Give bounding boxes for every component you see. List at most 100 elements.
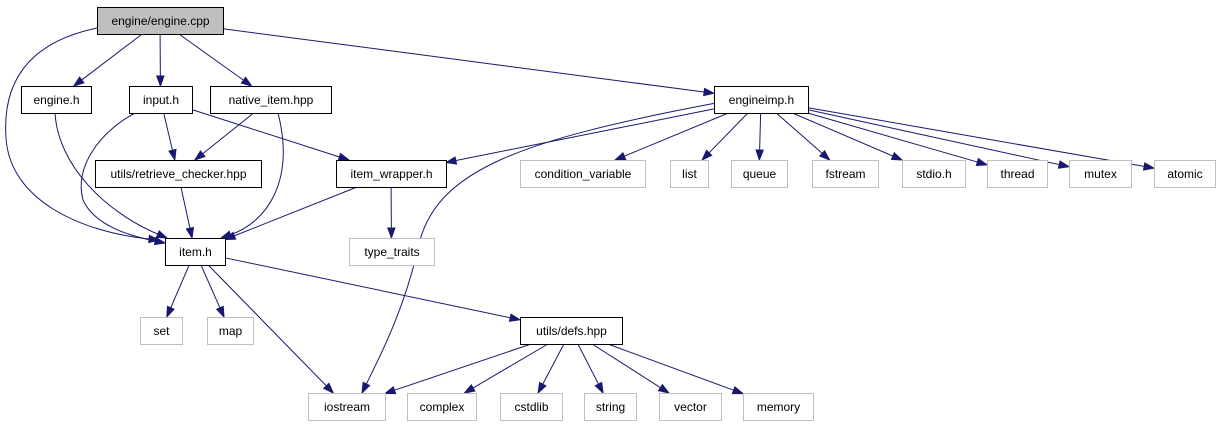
edge-arrowhead <box>463 383 476 394</box>
edge-line <box>222 28 706 93</box>
edge-arrowhead <box>72 76 85 87</box>
node-complex: complex <box>407 393 477 421</box>
edge-arrowhead <box>731 385 745 395</box>
edge-line <box>80 33 143 81</box>
node-box <box>165 238 226 266</box>
edge-input_h-to-retrieve_checker_hpp <box>163 112 177 162</box>
edge-line <box>623 112 729 158</box>
node-label: item.h <box>179 245 212 259</box>
edge-line <box>224 257 512 319</box>
edge-engine_cpp-to-native_item_hpp <box>178 33 253 87</box>
node-box <box>812 160 879 188</box>
edge-arrowhead <box>890 151 904 161</box>
edge-line <box>792 112 894 157</box>
node-item-h[interactable]: item.h <box>165 238 226 266</box>
edge-line <box>807 112 979 163</box>
node-box <box>129 86 193 114</box>
node-box <box>584 393 637 421</box>
edge-defs_hpp-to-complex <box>463 343 549 394</box>
node-defs-hpp[interactable]: utils/defs.hpp <box>520 317 623 345</box>
edge-engine_cpp-to-input_h <box>156 33 165 88</box>
node-box <box>659 393 722 421</box>
edge-line <box>191 109 341 158</box>
edge-engineimp_h-to-mutex <box>807 109 1071 169</box>
edge-line <box>178 33 245 82</box>
node-label: condition_variable <box>535 167 632 181</box>
edge-engineimp_h-to-queue <box>755 112 764 162</box>
node-label: engineimp.h <box>729 93 794 107</box>
node-box <box>670 160 709 188</box>
edge-native_item_hpp-to-retrieve_checker_hpp <box>193 112 254 161</box>
node-native-item-hpp[interactable]: native_item.hpp <box>210 86 332 114</box>
node-retrieve-checker-hpp[interactable]: utils/retrieve_checker.hpp <box>95 160 262 188</box>
edge-line <box>80 112 157 242</box>
node-engine-h[interactable]: engine.h <box>21 86 92 114</box>
edge-item_h-to-iostream <box>207 264 335 395</box>
node-thread: thread <box>987 160 1048 188</box>
node-box <box>308 393 386 421</box>
edge-line <box>207 264 328 387</box>
node-label: engine.h <box>33 93 79 107</box>
edge-item_wrapper_h-to-type_traits <box>387 186 396 240</box>
edge-line <box>775 112 824 155</box>
node-vector: vector <box>659 393 722 421</box>
edge-arrowhead <box>594 381 604 395</box>
node-box <box>95 160 262 188</box>
node-input-h[interactable]: input.h <box>129 86 193 114</box>
edge-engineimp_h-to-item_wrapper_h <box>444 108 715 165</box>
node-box <box>520 160 646 188</box>
edge-arrowhead <box>240 76 253 87</box>
node-mutex: mutex <box>1069 160 1132 188</box>
node-iostream: iostream <box>308 393 386 421</box>
node-map: map <box>207 317 254 345</box>
edge-line <box>365 102 717 386</box>
edge-line <box>577 343 600 386</box>
edge-line <box>472 343 549 389</box>
edge-item_h-to-set <box>166 264 190 319</box>
edge-line <box>54 112 159 235</box>
edge-defs_hpp-to-string <box>577 343 604 395</box>
node-engineimp-h[interactable]: engineimp.h <box>714 86 809 114</box>
node-list: list <box>670 160 709 188</box>
edge-line <box>233 186 358 237</box>
edge-engineimp_h-to-thread <box>807 112 989 167</box>
edge-line <box>169 264 190 309</box>
node-string: string <box>584 393 637 421</box>
node-queue: queue <box>731 160 788 188</box>
node-label: memory <box>757 400 800 414</box>
edge-arrowhead <box>185 226 195 240</box>
node-label: atomic <box>1167 167 1202 181</box>
node-set: set <box>140 317 183 345</box>
edge-arrowhead <box>168 148 177 162</box>
edge-engineimp_h-to-condition_variable <box>613 112 729 161</box>
node-item-wrapper-h[interactable]: item_wrapper.h <box>336 160 447 188</box>
edge-defs_hpp-to-memory <box>607 343 745 395</box>
node-engine-cpp[interactable]: engine/engine.cpp <box>97 7 224 35</box>
edge-line <box>541 343 565 386</box>
node-cstdlib: cstdlib <box>500 393 563 421</box>
node-type-traits: type_traits <box>349 238 435 266</box>
edge-engine_cpp-to-item_h <box>5 27 161 244</box>
node-label: utils/retrieve_checker.hpp <box>110 167 246 181</box>
edge-arrowhead <box>153 236 167 246</box>
edge-line <box>607 343 735 392</box>
edge-arrowhead <box>701 149 713 162</box>
edge-arrowhead <box>975 157 989 167</box>
node-label: list <box>682 167 697 181</box>
node-label: mutex <box>1084 167 1117 181</box>
node-label: thread <box>1000 167 1034 181</box>
edge-line <box>5 27 151 240</box>
edge-arrowhead <box>508 313 522 322</box>
node-label: complex <box>420 400 465 414</box>
edge-arrowhead <box>1142 162 1156 171</box>
node-box <box>349 238 435 266</box>
edge-arrowhead <box>537 381 547 395</box>
edge-line <box>807 109 1061 166</box>
node-label: vector <box>674 400 707 414</box>
node-box <box>21 86 92 114</box>
node-label: map <box>219 324 243 338</box>
edge-arrowhead <box>818 149 831 161</box>
edge-line <box>807 107 1146 168</box>
node-label: engine/engine.cpp <box>111 14 209 28</box>
